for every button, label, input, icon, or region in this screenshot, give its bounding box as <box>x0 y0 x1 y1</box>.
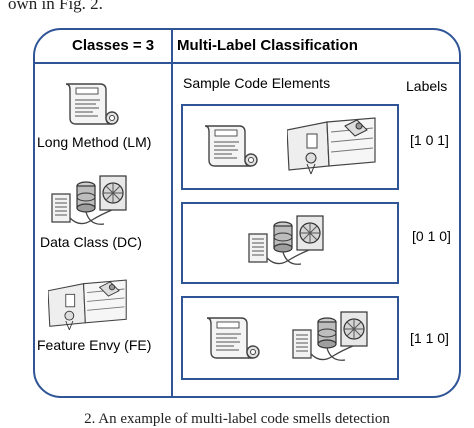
caption-top: own in Fig. 2. <box>8 0 103 13</box>
sample-label-3: [1 1 0] <box>410 330 449 346</box>
data-class-server-icon <box>291 308 371 368</box>
figure-caption: 2. An example of multi-label code smells… <box>84 411 390 427</box>
sample-label-2: [0 1 0] <box>412 228 451 244</box>
sample-box-3 <box>181 296 399 380</box>
header-divider <box>35 62 459 64</box>
column-divider <box>171 28 173 398</box>
multilabel-header: Multi-Label Classification <box>177 37 358 54</box>
feature-envy-icon <box>48 278 128 332</box>
long-method-scroll-icon <box>201 120 261 170</box>
class-label-dc: Data Class (DC) <box>40 234 142 250</box>
sample-box-1 <box>181 104 399 190</box>
class-label-fe: Feature Envy (FE) <box>37 337 152 353</box>
diagram-frame <box>33 28 461 398</box>
data-class-server-icon <box>247 212 327 272</box>
labels-header: Labels <box>406 78 448 94</box>
class-label-lm: Long Method (LM) <box>37 134 152 150</box>
sample-code-header: Sample Code Elements <box>183 75 331 91</box>
classes-header: Classes = 3 <box>72 37 155 54</box>
long-method-scroll-icon <box>203 312 263 362</box>
sample-box-2 <box>181 202 399 284</box>
data-class-server-icon <box>50 172 130 232</box>
sample-label-1: [1 0 1] <box>410 132 449 148</box>
feature-envy-icon <box>287 116 377 176</box>
long-method-scroll-icon <box>62 78 122 128</box>
